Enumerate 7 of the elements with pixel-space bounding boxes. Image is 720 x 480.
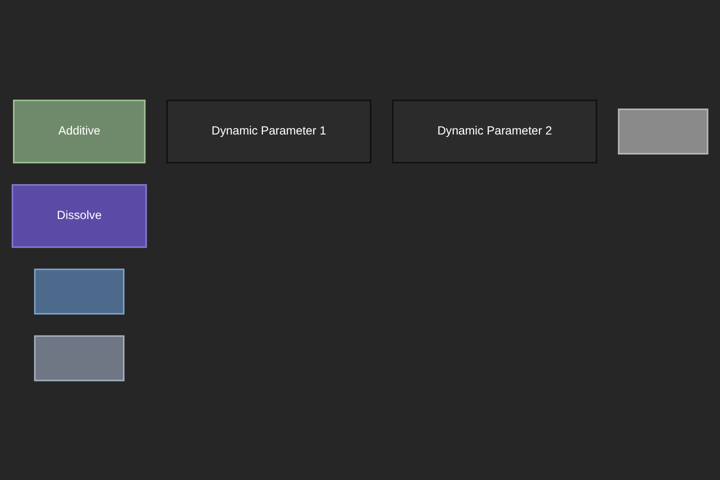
node-box xyxy=(34,334,124,381)
node-box: Dissolve xyxy=(12,184,147,248)
node-box xyxy=(34,268,124,314)
node-box: Additive xyxy=(13,99,146,163)
node-box: Dynamic Parameter 1 xyxy=(166,99,372,163)
node-box: Dynamic Parameter 2 xyxy=(392,99,598,163)
node-box xyxy=(618,108,708,154)
